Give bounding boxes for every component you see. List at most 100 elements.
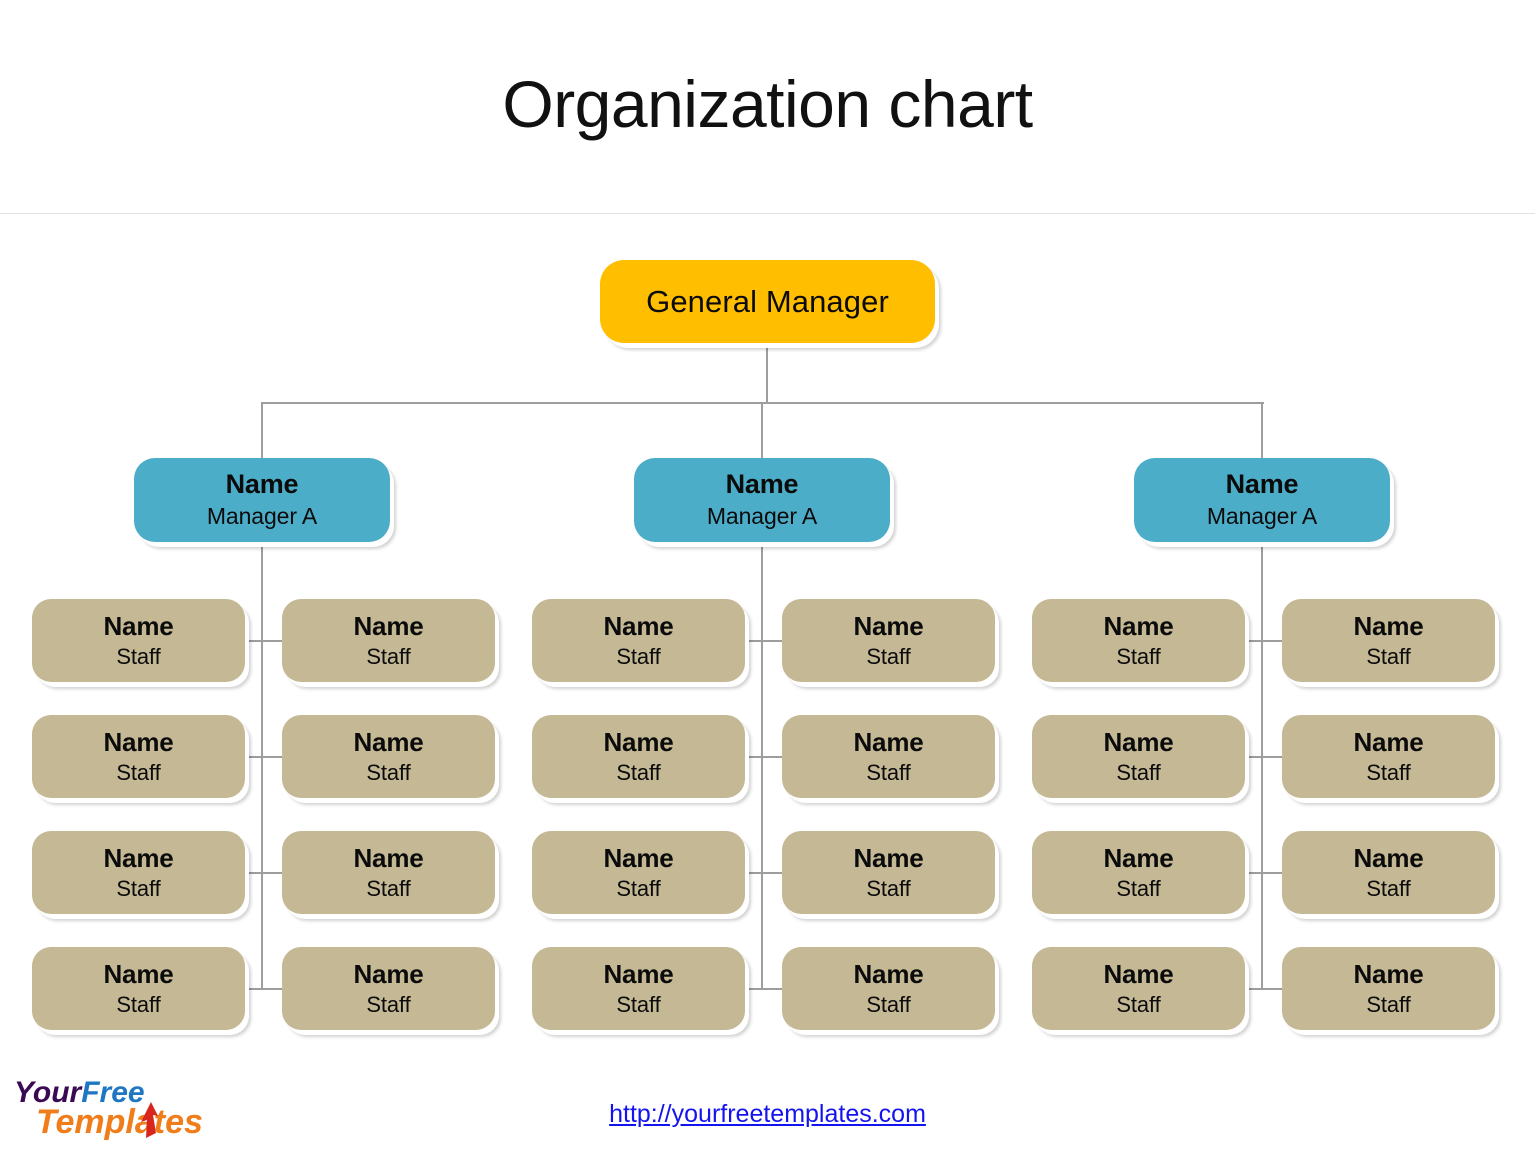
node-staff-role: Staff <box>866 644 911 670</box>
node-staff-g2-c1-r3[interactable]: Name Staff <box>532 831 745 914</box>
node-staff-name: Name <box>603 958 674 989</box>
node-staff-role: Staff <box>1116 876 1161 902</box>
node-manager-2-role: Manager A <box>706 503 818 530</box>
node-manager-1-name: Name <box>225 469 299 500</box>
node-staff-role: Staff <box>1116 760 1161 786</box>
title-divider <box>0 213 1535 214</box>
page-title: Organization chart <box>502 67 1033 141</box>
node-manager-1[interactable]: Name Manager A <box>134 458 390 542</box>
node-staff-role: Staff <box>1366 644 1411 670</box>
node-staff-role: Staff <box>616 760 661 786</box>
connector-bus-drop-3 <box>1261 402 1263 482</box>
node-manager-3[interactable]: Name Manager A <box>1134 458 1390 542</box>
node-staff-role: Staff <box>366 876 411 902</box>
node-staff-name: Name <box>1103 726 1174 757</box>
node-staff-role: Staff <box>116 760 161 786</box>
node-staff-g3-c2-r1[interactable]: Name Staff <box>1282 599 1495 682</box>
node-staff-name: Name <box>603 726 674 757</box>
node-staff-name: Name <box>853 958 924 989</box>
node-staff-g3-c1-r4[interactable]: Name Staff <box>1032 947 1245 1030</box>
logo-line-2: Templates <box>36 1105 203 1139</box>
node-staff-name: Name <box>103 610 174 641</box>
node-staff-role: Staff <box>366 644 411 670</box>
node-staff-name: Name <box>603 842 674 873</box>
node-staff-name: Name <box>1103 842 1174 873</box>
connector-group-1-spine <box>261 530 263 990</box>
connector-group-2-spine <box>761 530 763 990</box>
node-staff-g2-c1-r2[interactable]: Name Staff <box>532 715 745 798</box>
node-staff-name: Name <box>353 610 424 641</box>
node-staff-role: Staff <box>116 644 161 670</box>
node-manager-3-name: Name <box>1225 469 1299 500</box>
connector-group-1-rung-4 <box>245 988 295 990</box>
node-staff-name: Name <box>1353 958 1424 989</box>
node-staff-role: Staff <box>866 760 911 786</box>
node-manager-2[interactable]: Name Manager A <box>634 458 890 542</box>
node-staff-g2-c2-r2[interactable]: Name Staff <box>782 715 995 798</box>
node-manager-3-role: Manager A <box>1206 503 1318 530</box>
node-staff-role: Staff <box>866 992 911 1018</box>
node-staff-role: Staff <box>1366 992 1411 1018</box>
logo-word-your: Your <box>14 1076 82 1109</box>
node-staff-g1-c2-r2[interactable]: Name Staff <box>282 715 495 798</box>
node-staff-name: Name <box>853 726 924 757</box>
node-staff-g1-c1-r1[interactable]: Name Staff <box>32 599 245 682</box>
node-manager-2-name: Name <box>725 469 799 500</box>
node-staff-name: Name <box>353 726 424 757</box>
node-staff-g1-c2-r4[interactable]: Name Staff <box>282 947 495 1030</box>
node-staff-g3-c2-r3[interactable]: Name Staff <box>1282 831 1495 914</box>
connector-group-3-spine <box>1261 530 1263 990</box>
node-staff-g3-c1-r1[interactable]: Name Staff <box>1032 599 1245 682</box>
node-staff-role: Staff <box>1116 992 1161 1018</box>
node-staff-role: Staff <box>616 992 661 1018</box>
node-staff-name: Name <box>603 610 674 641</box>
node-staff-name: Name <box>1353 842 1424 873</box>
node-staff-g3-c2-r2[interactable]: Name Staff <box>1282 715 1495 798</box>
node-staff-role: Staff <box>366 992 411 1018</box>
connector-group-1-rung-3 <box>245 872 295 874</box>
red-arrow-icon <box>141 1102 158 1138</box>
node-staff-g1-c1-r3[interactable]: Name Staff <box>32 831 245 914</box>
connector-group-1-rung-2 <box>245 756 295 758</box>
footer-url-text[interactable]: http://yourfreetemplates.com <box>609 1100 926 1128</box>
node-staff-g1-c1-r4[interactable]: Name Staff <box>32 947 245 1030</box>
node-staff-name: Name <box>353 958 424 989</box>
node-staff-name: Name <box>1353 726 1424 757</box>
node-staff-g3-c1-r2[interactable]: Name Staff <box>1032 715 1245 798</box>
node-staff-name: Name <box>853 842 924 873</box>
node-staff-role: Staff <box>1366 760 1411 786</box>
node-staff-g1-c2-r3[interactable]: Name Staff <box>282 831 495 914</box>
node-general-manager[interactable]: General Manager <box>600 260 935 343</box>
node-staff-name: Name <box>853 610 924 641</box>
node-staff-g3-c2-r4[interactable]: Name Staff <box>1282 947 1495 1030</box>
node-staff-g2-c2-r3[interactable]: Name Staff <box>782 831 995 914</box>
node-staff-g3-c1-r3[interactable]: Name Staff <box>1032 831 1245 914</box>
node-staff-name: Name <box>353 842 424 873</box>
logo-line-1: YourFree <box>14 1078 145 1108</box>
node-staff-g2-c2-r4[interactable]: Name Staff <box>782 947 995 1030</box>
node-staff-role: Staff <box>616 644 661 670</box>
node-staff-role: Staff <box>1366 876 1411 902</box>
node-staff-role: Staff <box>366 760 411 786</box>
yourfreetemplates-logo: YourFree Templates <box>8 1078 238 1148</box>
connector-gm-stem <box>766 343 768 404</box>
connector-group-1-rung-1 <box>245 640 295 642</box>
node-staff-g2-c2-r1[interactable]: Name Staff <box>782 599 995 682</box>
node-staff-g2-c1-r4[interactable]: Name Staff <box>532 947 745 1030</box>
node-staff-role: Staff <box>116 992 161 1018</box>
connector-bus-drop-2 <box>761 402 763 482</box>
footer-url[interactable]: http://yourfreetemplates.com <box>0 1100 1535 1129</box>
node-staff-name: Name <box>1103 610 1174 641</box>
node-staff-g2-c1-r1[interactable]: Name Staff <box>532 599 745 682</box>
connector-group-3-rung-4 <box>1245 988 1295 990</box>
node-general-manager-label: General Manager <box>646 283 889 319</box>
connector-manager-bus <box>262 402 1264 404</box>
node-manager-1-role: Manager A <box>206 503 318 530</box>
connector-bus-drop-1 <box>261 402 263 482</box>
connector-group-2-rung-2 <box>745 756 795 758</box>
node-staff-g1-c1-r2[interactable]: Name Staff <box>32 715 245 798</box>
connector-group-3-rung-1 <box>1245 640 1295 642</box>
node-staff-name: Name <box>103 958 174 989</box>
node-staff-g1-c2-r1[interactable]: Name Staff <box>282 599 495 682</box>
